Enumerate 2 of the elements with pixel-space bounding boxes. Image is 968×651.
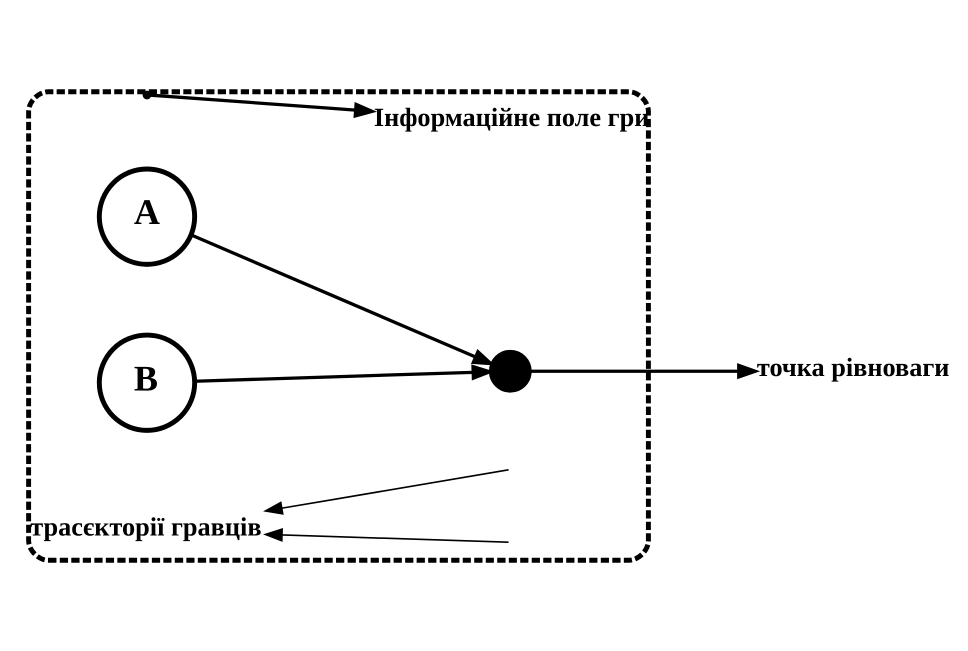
node-text: точка рівноваги [756,352,950,382]
node-text: трасєкторії гравців [30,512,262,541]
